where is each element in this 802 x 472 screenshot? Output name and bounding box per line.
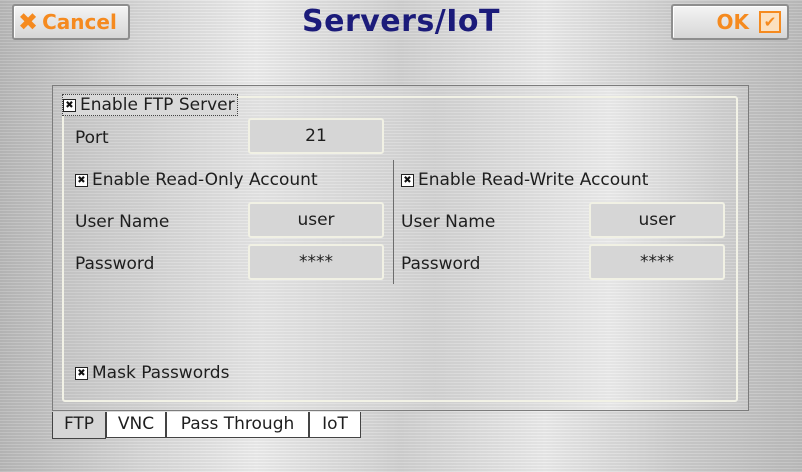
- enable-read-write-label: Enable Read-Write Account: [418, 170, 649, 190]
- read-write-password-label: Password: [401, 254, 481, 274]
- cancel-button[interactable]: ✖ Cancel: [12, 4, 130, 40]
- ok-button[interactable]: OK ✔: [671, 4, 789, 40]
- enable-read-write-checkbox[interactable]: ✖ Enable Read-Write Account: [401, 170, 648, 190]
- page-title: Servers/IoT: [302, 4, 500, 39]
- ftp-group-box: [62, 96, 738, 402]
- cancel-label: Cancel: [42, 10, 117, 34]
- checkbox-checked-icon: ✖: [75, 173, 88, 187]
- read-write-password-field[interactable]: ****: [589, 244, 725, 280]
- read-only-username-label: User Name: [75, 212, 170, 232]
- checkbox-checked-icon: ✖: [75, 366, 88, 380]
- checkbox-checked-icon: ✖: [63, 98, 76, 112]
- mask-passwords-label: Mask Passwords: [92, 363, 230, 383]
- tab-vnc[interactable]: VNC: [106, 412, 166, 438]
- read-write-username-label: User Name: [401, 212, 496, 232]
- tab-iot[interactable]: IoT: [309, 412, 361, 438]
- read-only-password-label: Password: [75, 254, 155, 274]
- port-label: Port: [75, 128, 109, 148]
- ok-label: OK: [716, 10, 750, 34]
- read-only-username-field[interactable]: user: [248, 202, 384, 238]
- port-field[interactable]: 21: [248, 118, 384, 154]
- enable-ftp-checkbox[interactable]: ✖ Enable FTP Server: [62, 94, 238, 116]
- tab-pass-through[interactable]: Pass Through: [166, 412, 309, 438]
- enable-read-only-label: Enable Read-Only Account: [92, 170, 318, 190]
- column-divider: [393, 160, 394, 284]
- enable-ftp-label: Enable FTP Server: [80, 95, 235, 115]
- tab-ftp[interactable]: FTP: [52, 412, 106, 439]
- cancel-x-icon: ✖: [18, 8, 39, 36]
- checkbox-checked-icon: ✖: [401, 173, 414, 187]
- read-only-password-field[interactable]: ****: [248, 244, 384, 280]
- read-write-username-field[interactable]: user: [589, 202, 725, 238]
- mask-passwords-checkbox[interactable]: ✖ Mask Passwords: [75, 363, 229, 383]
- ok-check-icon: ✔: [759, 11, 781, 33]
- enable-read-only-checkbox[interactable]: ✖ Enable Read-Only Account: [75, 170, 318, 190]
